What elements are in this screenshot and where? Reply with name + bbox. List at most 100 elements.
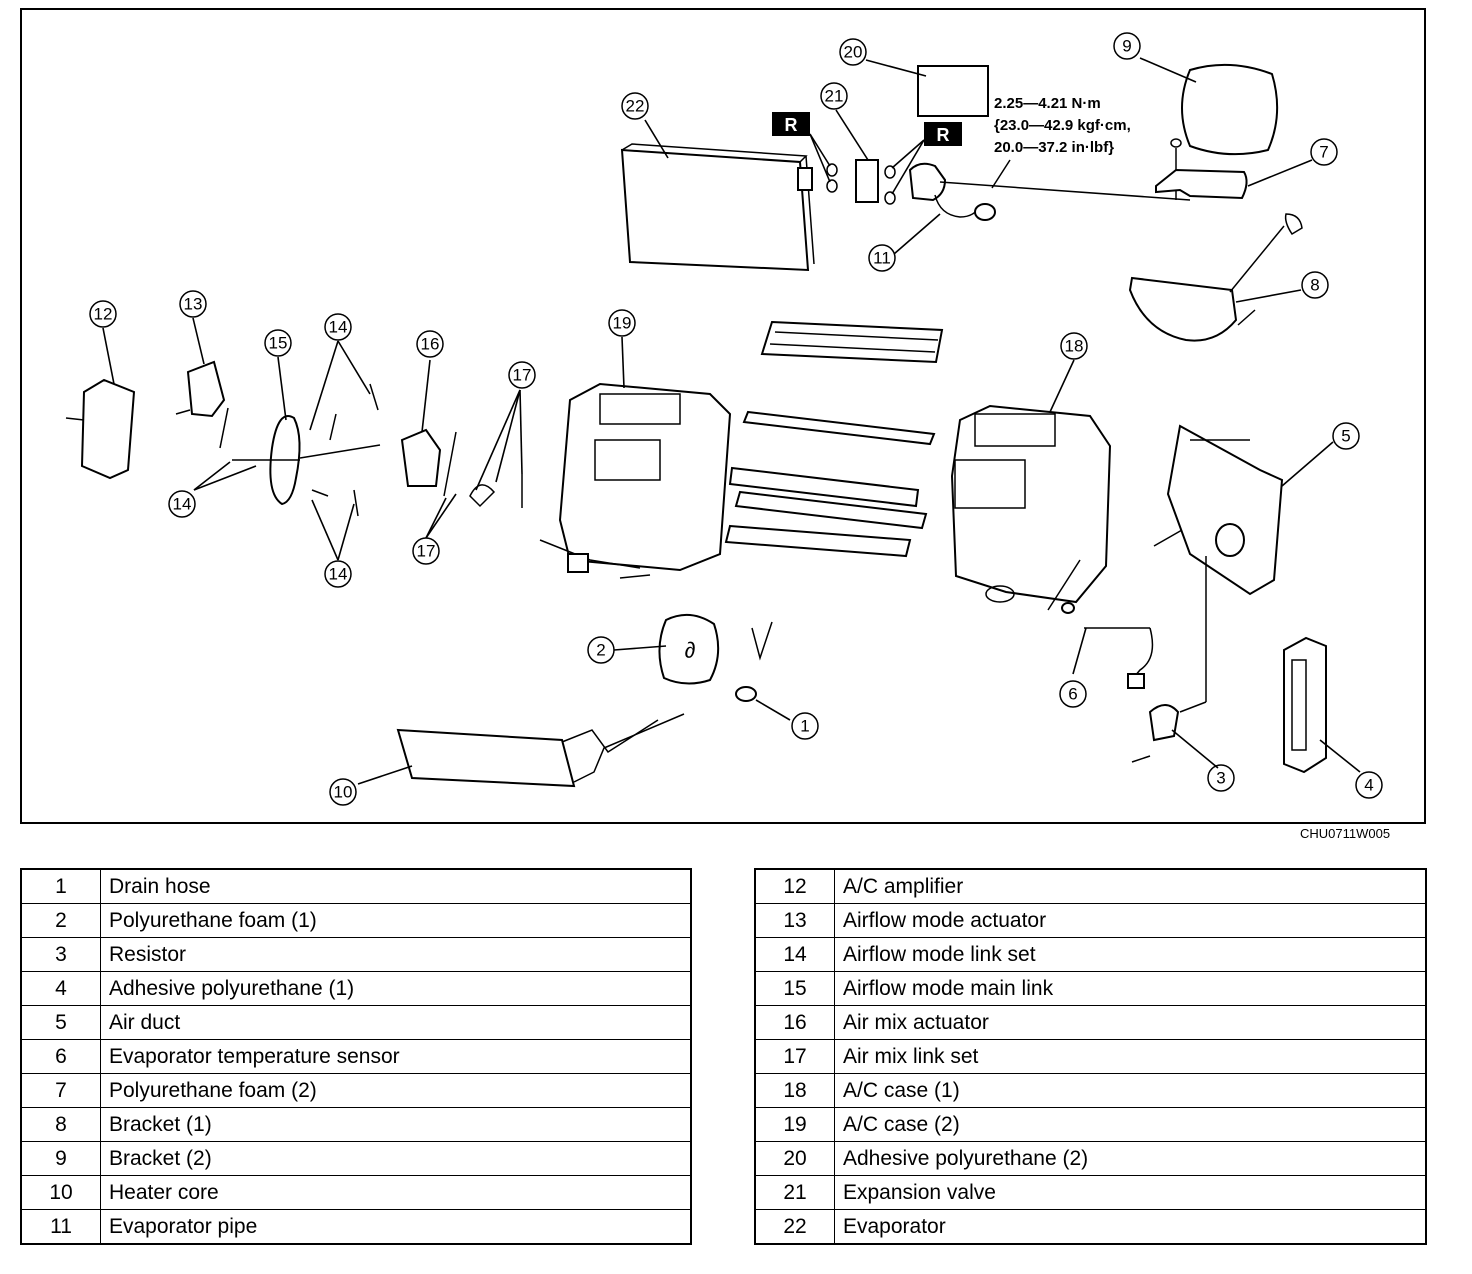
svg-text:15: 15	[269, 334, 288, 353]
legend-part-name: Airflow mode link set	[834, 937, 1427, 972]
callout-6: 6	[1059, 680, 1087, 708]
part-ac-amplifier	[65, 378, 136, 480]
legend-part-name: Airflow mode main link	[834, 971, 1427, 1006]
legend-number: 1	[20, 868, 101, 904]
part-plates	[724, 410, 936, 558]
legend-part-name: Evaporator pipe	[100, 1209, 692, 1245]
legend-part-name: Bracket (2)	[100, 1141, 692, 1176]
legend-number: 21	[754, 1175, 835, 1210]
svg-text:5: 5	[1341, 427, 1350, 446]
replace-marker-label: R	[937, 125, 950, 145]
svg-text:2: 2	[596, 641, 605, 660]
legend-part-name: Drain hose	[100, 868, 692, 904]
legend-number: 19	[754, 1107, 835, 1142]
callout-4: 4	[1355, 771, 1383, 799]
legend-number: 22	[754, 1209, 835, 1245]
callout-17-top: 17	[508, 361, 536, 389]
svg-text:19: 19	[613, 314, 632, 333]
svg-text:11: 11	[873, 249, 891, 268]
part-polyurethane-foam-1	[658, 613, 720, 685]
legend-part-name: Adhesive polyurethane (2)	[834, 1141, 1427, 1176]
part-bracket-1	[1128, 213, 1303, 342]
callout-19: 19	[608, 309, 636, 337]
callout-9: 9	[1113, 32, 1141, 60]
svg-text:10: 10	[334, 783, 353, 802]
legend-number: 13	[754, 903, 835, 938]
svg-text:20: 20	[844, 43, 863, 62]
callout-8: 8	[1301, 271, 1329, 299]
legend-part-name: Air duct	[100, 1005, 692, 1040]
legend-part-name: Expansion valve	[834, 1175, 1427, 1210]
svg-text:12: 12	[94, 305, 113, 324]
svg-text:∂: ∂	[685, 638, 696, 663]
legend-number: 6	[20, 1039, 101, 1074]
figure-code: CHU0711W005	[1300, 826, 1391, 841]
part-air-mix-link-set	[443, 431, 523, 508]
leader-lines	[102, 57, 1361, 785]
callouts: 22 20 21 9 7 11 8 12 13 15 14 16 17 19 1…	[89, 32, 1383, 806]
callout-1: 1	[791, 712, 819, 740]
callout-14-bottom: 14	[324, 560, 352, 588]
callout-20: 20	[839, 38, 867, 66]
torque-line-1: 2.25—4.21 N·m	[994, 95, 1101, 112]
legend-part-name: Polyurethane foam (2)	[100, 1073, 692, 1108]
svg-text:4: 4	[1364, 776, 1373, 795]
legend-number: 4	[20, 971, 101, 1006]
svg-text:18: 18	[1065, 337, 1084, 356]
legend-part-name: Evaporator	[834, 1209, 1427, 1245]
svg-text:1: 1	[800, 717, 809, 736]
svg-text:16: 16	[421, 335, 440, 354]
callout-14-left: 14	[168, 490, 196, 518]
svg-text:9: 9	[1122, 37, 1131, 56]
legend-part-name: Heater core	[100, 1175, 692, 1210]
callout-14-top: 14	[324, 313, 352, 341]
svg-text:17: 17	[417, 542, 436, 561]
part-heater-core	[396, 713, 685, 788]
callout-2: 2	[587, 636, 615, 664]
callout-18: 18	[1060, 332, 1088, 360]
legend-part-name: Air mix link set	[834, 1039, 1427, 1074]
svg-text:3: 3	[1216, 769, 1225, 788]
part-airflow-mode-link-set	[219, 383, 381, 517]
part-ac-case-1	[950, 404, 1112, 611]
legend-part-name: Resistor	[100, 937, 692, 972]
legend-number: 11	[20, 1209, 101, 1245]
torque-line-2: {23.0—42.9 kgf·cm,	[994, 117, 1131, 134]
part-evaporator-pipe	[908, 162, 1191, 221]
svg-text:7: 7	[1319, 143, 1328, 162]
legend-number: 7	[20, 1073, 101, 1108]
callout-13: 13	[179, 290, 207, 318]
svg-text:14: 14	[329, 318, 348, 337]
callout-10: 10	[329, 778, 357, 806]
svg-text:14: 14	[329, 565, 348, 584]
legend-part-name: Bracket (1)	[100, 1107, 692, 1142]
part-airflow-mode-actuator	[175, 360, 226, 418]
legend-number: 3	[20, 937, 101, 972]
torque-line-3: 20.0—37.2 in·lbf}	[994, 139, 1114, 156]
part-evaporator-temperature-sensor	[1061, 602, 1154, 689]
legend-number: 14	[754, 937, 835, 972]
part-bracket-2	[1181, 63, 1279, 156]
legend-part-name: Evaporator temperature sensor	[100, 1039, 692, 1074]
part-adhesive-polyurethane-1	[1283, 636, 1327, 774]
svg-text:8: 8	[1310, 276, 1319, 295]
callout-11: 11	[868, 244, 896, 272]
